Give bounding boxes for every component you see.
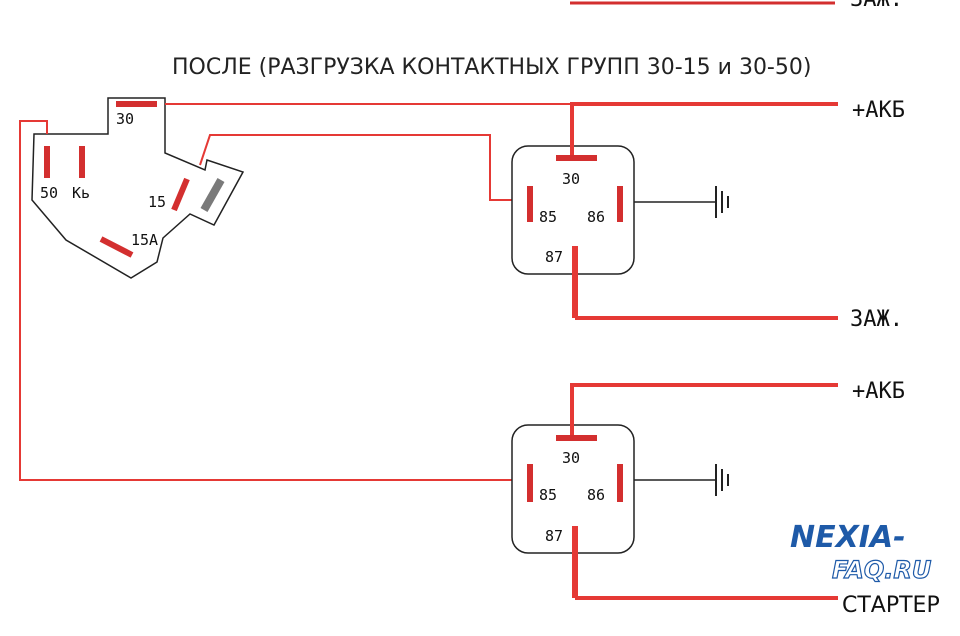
- diagram-title: ПОСЛЕ (РАЗГРУЗКА КОНТАКТНЫХ ГРУПП 30-15 …: [172, 55, 811, 80]
- switch-contact-15a: [99, 236, 134, 258]
- switch-label-15a: 15А: [131, 231, 158, 249]
- ignition-switch-body: [31, 97, 245, 279]
- switch-contact-15: [171, 177, 190, 212]
- relay-1-label-akb: +АКБ: [852, 98, 905, 123]
- relay-2-label-87: 87: [545, 527, 563, 545]
- switch-label-15: 15: [148, 193, 166, 211]
- switch-label-30: 30: [116, 110, 134, 128]
- relay-1-label-86: 86: [587, 208, 605, 226]
- relay-1-label-ignition: ЗАЖ.: [850, 307, 903, 332]
- wire-switch15-to-relay1-85: [199, 134, 530, 201]
- relay-2-label-85: 85: [539, 486, 557, 504]
- watermark-line1: NEXIA-: [790, 520, 906, 555]
- relay-2-label-starter: СТАРТЕР: [842, 593, 940, 618]
- watermark-line2: FAQ.RU: [832, 556, 931, 584]
- relay-1-wire-akb: [570, 102, 838, 158]
- wire-switch50-to-relay2-85: [19, 120, 530, 481]
- switch-contact-grey: [200, 178, 225, 212]
- relay-1-label-30: 30: [562, 170, 580, 188]
- relay-2-label-30: 30: [562, 449, 580, 467]
- relay-2-label-86: 86: [587, 486, 605, 504]
- relay-2-label-akb: +АКБ: [852, 379, 905, 404]
- relay-2: 30 85 86 87 +АКБ СТАРТЕР: [511, 379, 940, 618]
- switch-label-kb: Кь: [72, 184, 90, 202]
- switch-label-50: 50: [40, 184, 58, 202]
- relay-1-label-85: 85: [539, 208, 557, 226]
- top-cut-label: ЗАЖ.: [850, 0, 903, 12]
- relay-1: 30 85 86 87 +АКБ ЗАЖ.: [511, 98, 905, 332]
- relay-1-label-87: 87: [545, 248, 563, 266]
- relay-2-wire-akb: [570, 383, 838, 438]
